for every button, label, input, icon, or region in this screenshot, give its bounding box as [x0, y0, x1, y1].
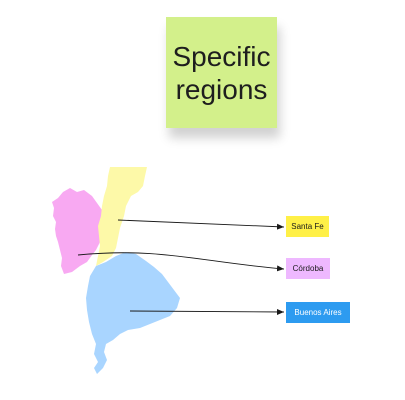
sticky-note-text: Specific regions — [172, 40, 271, 105]
santa-fe-region-shape[interactable] — [96, 167, 147, 266]
santa-fe-connector[interactable] — [117, 219, 285, 230]
sticky-note[interactable]: Specific regions — [166, 17, 277, 128]
santa-fe-tag[interactable]: Santa Fe — [286, 216, 329, 237]
buenos-aires-tag[interactable]: Buenos Aires — [286, 302, 350, 323]
cordoba-tag[interactable]: Córdoba — [286, 258, 330, 279]
cordoba-connector[interactable] — [77, 252, 285, 272]
buenos-aires-connector[interactable] — [129, 308, 285, 315]
buenos-aires-region-shape[interactable] — [86, 252, 180, 374]
cordoba-region-shape[interactable] — [52, 188, 104, 274]
